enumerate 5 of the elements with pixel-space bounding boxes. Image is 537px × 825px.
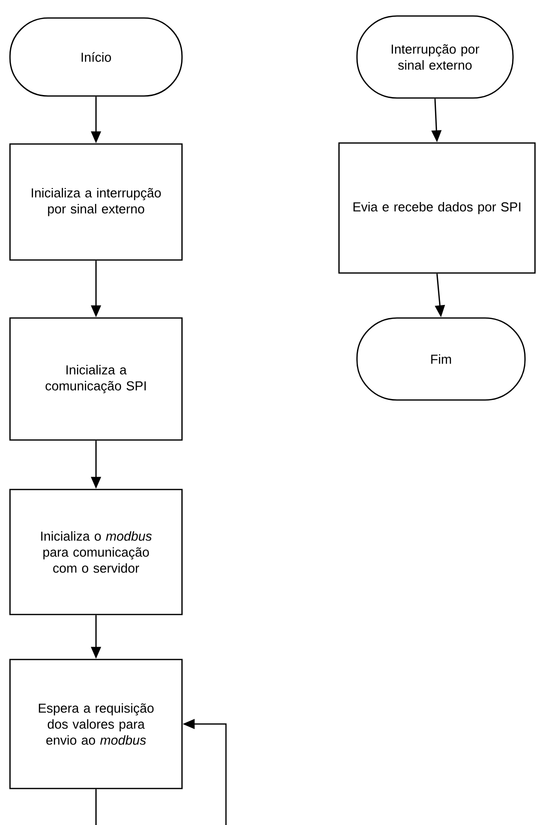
process-box: Inicializa a comunicação SPI xyxy=(9,317,183,441)
process-box: Espera a requisição dos valores para envio ao modbus xyxy=(9,658,183,790)
process-box: Inicializa o modbus para comunicação com o servidor xyxy=(9,488,183,616)
process-box: Evia e recebe dados por SPI xyxy=(338,142,536,274)
process-box: Inicializa a interrupção por sinal externo xyxy=(9,143,183,261)
